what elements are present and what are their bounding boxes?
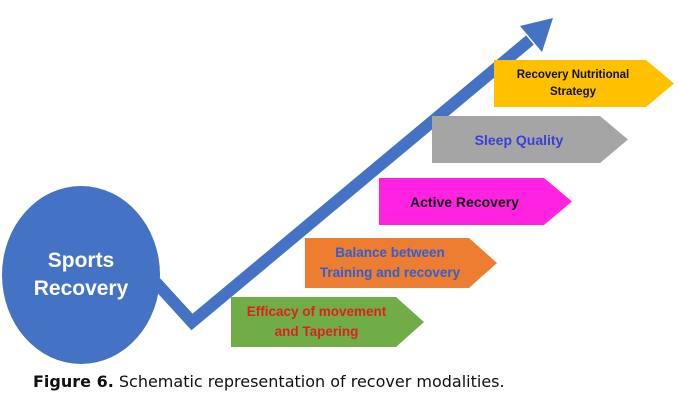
step-balance-training-recovery: Balance between Training and recovery: [305, 238, 497, 288]
step-label: Balance between Training and recovery: [319, 245, 461, 280]
step-label: Sleep Quality: [474, 131, 564, 148]
step-label: Recovery Nutritional Strategy: [516, 68, 630, 98]
figure-caption: Figure 6. Schematic representation of re…: [33, 372, 505, 391]
step-recovery-nutritional-strategy: Recovery Nutritional Strategy: [494, 60, 674, 107]
sports-recovery-circle: Sports Recovery: [2, 186, 160, 364]
step-active-recovery: Active Recovery: [379, 178, 572, 225]
arrow-head-icon: [520, 18, 553, 52]
step-label: Efficacy of movement and Tapering: [246, 304, 387, 339]
caption-text: Schematic representation of recover moda…: [113, 372, 505, 391]
step-label: Active Recovery: [410, 193, 519, 210]
trend-arrow-line: [145, 35, 534, 331]
circle-label: Sports Recovery: [33, 249, 129, 300]
step-efficacy-of-movement: Efficacy of movement and Tapering: [231, 297, 424, 347]
step-sleep-quality: Sleep Quality: [432, 116, 628, 163]
caption-label: Figure 6.: [33, 372, 114, 391]
